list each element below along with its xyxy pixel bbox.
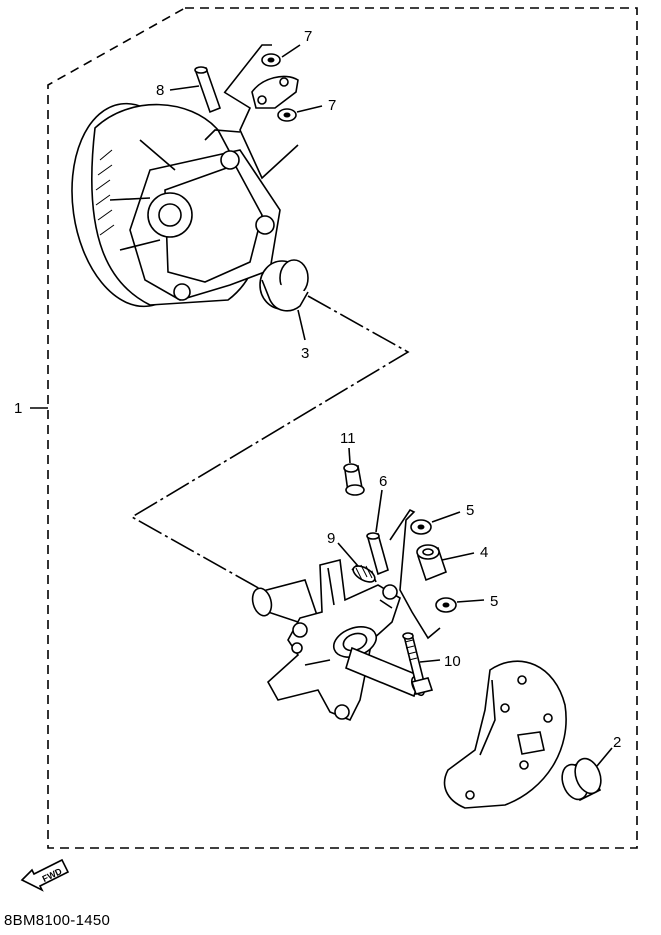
- cover-plate: [443, 660, 567, 809]
- roller-part-4: [416, 544, 447, 582]
- leader-2: [596, 747, 613, 767]
- bushing-part-2: [561, 757, 602, 802]
- callout-1: 1: [14, 400, 22, 417]
- leader-5a: [431, 511, 461, 523]
- leader-10: [419, 659, 441, 663]
- callout-9: 9: [327, 530, 335, 547]
- leader-8: [169, 85, 200, 91]
- pin-part-8: [194, 66, 222, 114]
- washer-part-7-upper: [261, 53, 281, 67]
- leader-11: [348, 447, 351, 464]
- weight-arm: [251, 75, 299, 109]
- center-line: [130, 295, 410, 591]
- bolt-part-10: [402, 632, 434, 695]
- callout-7-upper: 7: [304, 28, 312, 45]
- callout-6: 6: [379, 473, 387, 490]
- leader-7b: [296, 105, 323, 113]
- washer-part-7-lower: [277, 108, 297, 122]
- leader-7a: [281, 44, 301, 58]
- pin-part-6: [366, 532, 389, 576]
- leader-6: [375, 489, 383, 533]
- assembly-boundary: [47, 7, 638, 849]
- washer-part-5-upper: [410, 519, 432, 535]
- drawing-code: 8BM8100-1450: [4, 912, 111, 929]
- leader-4: [441, 552, 475, 561]
- callout-7-lower: 7: [328, 97, 336, 114]
- nut-part-11: [343, 463, 365, 496]
- washer-part-5-lower: [435, 597, 457, 613]
- spring-part-9: [351, 564, 377, 583]
- callout-5-upper: 5: [466, 502, 474, 519]
- callout-11: 11: [340, 430, 356, 447]
- callout-4: 4: [480, 544, 488, 561]
- part-7-bracket: [223, 44, 299, 180]
- leader-9: [337, 542, 359, 567]
- callout-2: 2: [613, 734, 621, 751]
- part-5-bracket: [379, 508, 441, 640]
- leader-3: [297, 309, 306, 341]
- callout-10: 10: [444, 653, 461, 670]
- callout-8: 8: [156, 82, 164, 99]
- clutch-housing: [71, 102, 281, 308]
- callout-5-lower: 5: [490, 593, 498, 610]
- leader-5b: [456, 599, 485, 603]
- callout-3: 3: [301, 345, 309, 362]
- bushing-part-3: [259, 259, 309, 312]
- spider-hub: [266, 559, 401, 722]
- fwd-arrow-icon: FWD: [20, 858, 70, 892]
